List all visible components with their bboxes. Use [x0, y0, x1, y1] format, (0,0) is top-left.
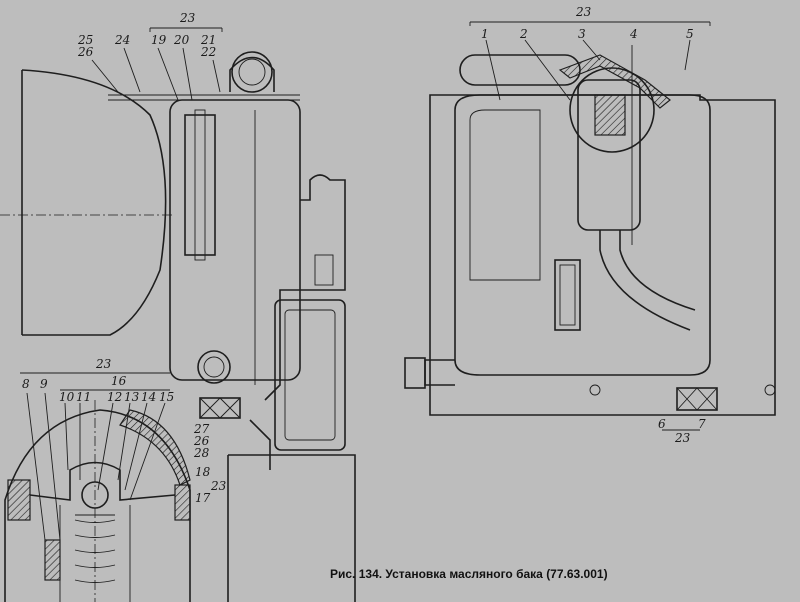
label-6: 6	[658, 417, 666, 431]
detail-labels: 23 8 9 16 10 11 12 13 14 15 27 26 28 18 …	[22, 357, 227, 505]
label-21: 21	[200, 33, 216, 47]
label-3: 3	[578, 27, 586, 41]
label-28: 28	[193, 446, 210, 460]
label-26: 26	[193, 434, 210, 448]
label-27: 27	[193, 422, 210, 436]
label-8: 8	[22, 377, 30, 391]
label-23-bottom: 23	[674, 431, 691, 445]
left-side-view	[0, 27, 356, 602]
label-23: 23	[179, 11, 196, 25]
label-25: 25	[77, 33, 93, 47]
label-7: 7	[698, 417, 706, 431]
label-5: 5	[686, 27, 694, 41]
label-17: 17	[195, 491, 211, 505]
label-26: 26	[77, 45, 94, 59]
label-11: 11	[76, 390, 91, 404]
label-16: 16	[111, 374, 127, 388]
label-23: 23	[95, 357, 112, 371]
label-23-side: 23	[210, 479, 227, 493]
label-2: 2	[519, 27, 528, 41]
left-view-labels: 23 25 26 24 19 20 21 22	[77, 11, 216, 59]
front-view	[404, 21, 776, 431]
label-15: 15	[159, 390, 174, 404]
detail-inset	[4, 372, 191, 602]
label-4: 4	[629, 27, 638, 41]
label-14: 14	[141, 390, 156, 404]
label-9: 9	[40, 377, 48, 391]
label-19: 19	[151, 33, 167, 47]
figure-caption: Рис. 134. Установка масляного бака (77.6…	[330, 567, 608, 581]
label-18: 18	[195, 465, 211, 479]
label-23: 23	[575, 5, 592, 19]
label-12: 12	[107, 390, 122, 404]
label-20: 20	[173, 33, 190, 47]
label-10: 10	[59, 390, 75, 404]
label-13: 13	[124, 390, 140, 404]
label-24: 24	[114, 33, 130, 47]
label-1: 1	[481, 27, 489, 41]
label-22: 22	[200, 45, 216, 59]
right-view-labels: 23 1 2 3 4 5 6 7 23	[481, 5, 706, 445]
